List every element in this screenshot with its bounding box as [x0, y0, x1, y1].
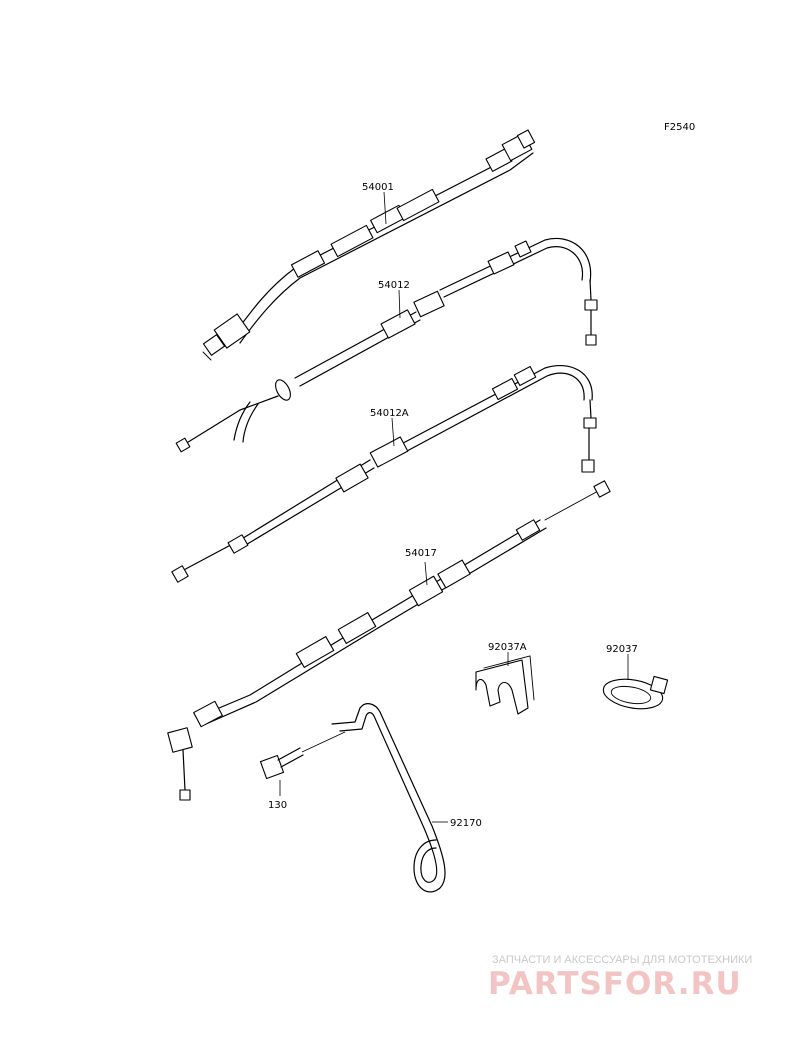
watermark-tagline: ЗАПЧАСТИ И АКСЕССУАРЫ ДЛЯ МОТОТЕХНИКИ: [492, 954, 752, 966]
label-54012A[interactable]: 54012A: [370, 408, 409, 419]
leader-54001: [383, 191, 387, 225]
part-130-bolt[interactable]: [259, 731, 346, 780]
part-92037A-clamp[interactable]: [475, 655, 535, 715]
label-54001[interactable]: 54001: [362, 182, 394, 193]
leader-54012A: [391, 417, 395, 447]
part-54017-cable[interactable]: [167, 480, 611, 801]
part-54001-cable[interactable]: [202, 129, 536, 361]
watermark-logo: PARTSFOR.RU: [488, 966, 742, 1002]
part-54012A-cable[interactable]: [171, 364, 597, 583]
part-54012-cable[interactable]: [175, 238, 598, 453]
label-92037[interactable]: 92037: [606, 644, 638, 655]
label-54012[interactable]: 54012: [378, 280, 410, 291]
label-130[interactable]: 130: [268, 800, 287, 811]
label-54017[interactable]: 54017: [405, 548, 437, 559]
part-92170-bracket[interactable]: [331, 703, 446, 893]
leader-54017: [424, 561, 428, 586]
figure-code: F2540: [664, 122, 695, 133]
leader-54012: [398, 289, 401, 319]
label-92170[interactable]: 92170: [450, 818, 482, 829]
label-92037A[interactable]: 92037A: [488, 642, 527, 653]
part-92037-band[interactable]: [601, 675, 669, 713]
